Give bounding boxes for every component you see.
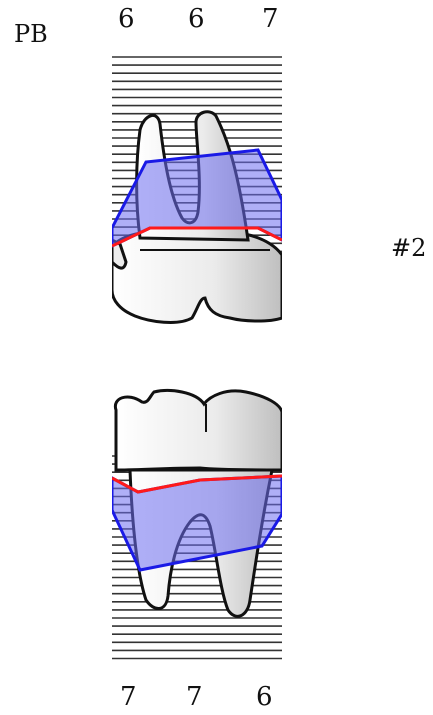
lower-molar-crown: [115, 391, 282, 471]
upper-molar-crown: [112, 231, 282, 323]
